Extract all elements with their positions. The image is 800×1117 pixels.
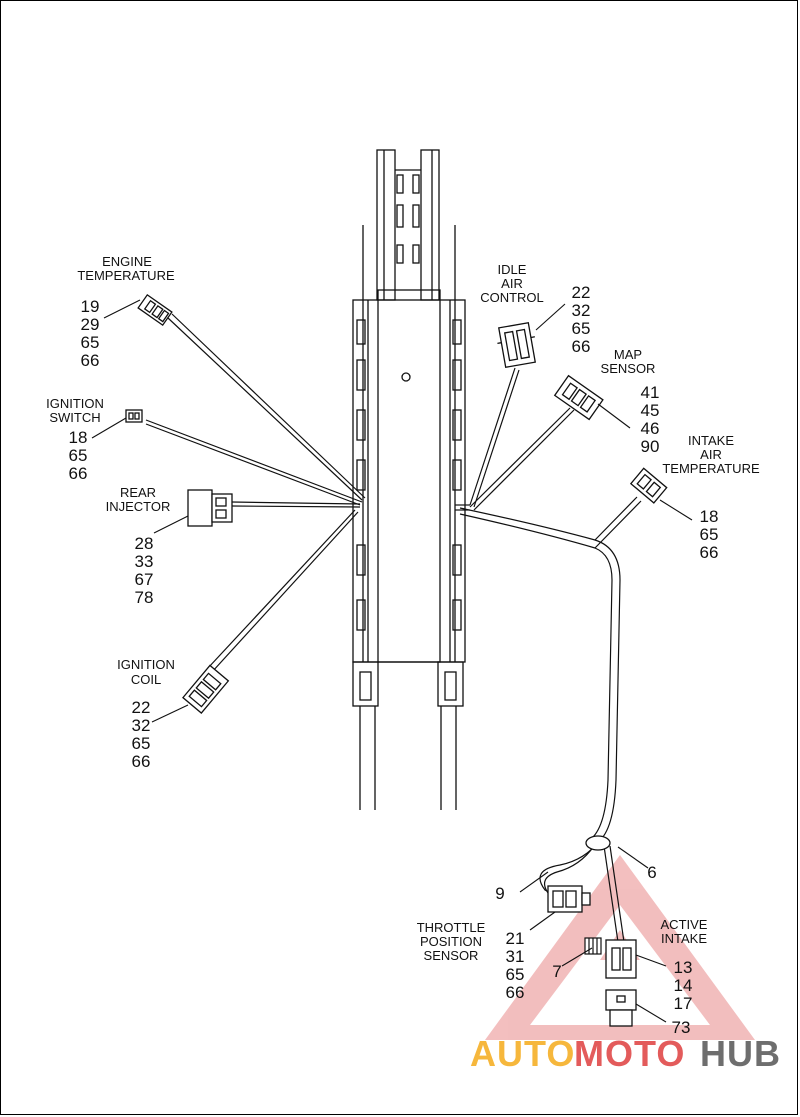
ignition-coil-ref: 66 [132,752,151,771]
label-intake-air-temperature: INTAKE AIR TEMPERATURE 18 65 66 [662,433,760,562]
engine-temperature-title-line2: TEMPERATURE [77,268,175,283]
label-rear-injector: REAR INJECTOR 28 33 67 78 [106,485,171,607]
engine-temperature-ref: 66 [81,351,100,370]
valve-connector-73 [605,989,637,1027]
active-intake-title-line1: ACTIVE [661,917,708,932]
ignition-switch-ref: 66 [69,464,88,483]
harness-wires [145,313,642,943]
map-sensor-ref: 46 [641,419,660,438]
ignition-coil-connector [182,664,230,714]
rear-injector-ref: 33 [135,552,154,571]
map-sensor-ref: 41 [641,383,660,402]
intake-air-temperature-connector [629,467,668,504]
engine-temperature-ref: 29 [81,315,100,334]
callout-7: 7 [552,962,561,981]
leader-lines [91,299,693,1023]
map-sensor-title-line1: MAP [614,347,642,362]
label-idle-air-control: IDLE AIR CONTROL 22 32 65 66 [480,262,590,356]
throttle-position-sensor-title-line1: THROTTLE [417,920,486,935]
callout-73: 73 [672,1018,691,1037]
rear-injector-ref: 78 [135,588,154,607]
ignition-coil-title-line1: IGNITION [117,657,175,672]
callout-6: 6 [647,863,656,882]
ignition-coil-ref: 65 [132,734,151,753]
watermark-part-1: AUTO [470,1033,575,1074]
active-intake-ref: 17 [674,994,693,1013]
active-intake-ref: 13 [674,958,693,977]
idle-air-control-ref: 66 [572,337,591,356]
active-intake-ref: 14 [674,976,693,995]
fastener-7 [584,937,602,955]
callout-9: 9 [495,884,504,903]
engine-temperature-ref: 19 [81,297,100,316]
frame-rails [352,149,466,810]
throttle-position-sensor-ref: 31 [506,947,525,966]
engine-temperature-connector [137,293,173,327]
idle-air-control-ref: 32 [572,301,591,320]
engine-temperature-ref: 65 [81,333,100,352]
map-sensor-connector [553,374,604,421]
ignition-switch-title-line2: SWITCH [49,410,100,425]
label-throttle-position-sensor: THROTTLE POSITION SENSOR 21 31 65 66 [417,920,525,1002]
intake-air-temperature-ref: 18 [700,507,719,526]
engine-temperature-title-line1: ENGINE [102,254,152,269]
ignition-switch-title-line1: IGNITION [46,396,104,411]
ignition-switch-connector [125,409,143,423]
idle-air-control-ref: 65 [572,319,591,338]
idle-air-control-title-line1: IDLE [498,262,527,277]
ignition-coil-title-line2: COIL [131,672,161,687]
throttle-position-sensor-title-line3: SENSOR [424,948,479,963]
idle-air-control-connector [497,321,536,369]
intake-air-temperature-title-line1: INTAKE [688,433,734,448]
intake-air-temperature-ref: 66 [700,543,719,562]
throttle-position-sensor-connector [547,885,591,913]
active-intake-title-line2: INTAKE [661,931,707,946]
map-sensor-ref: 90 [641,437,660,456]
label-map-sensor: MAP SENSOR 41 45 46 90 [601,347,660,456]
map-sensor-ref: 45 [641,401,660,420]
throttle-position-sensor-title-line2: POSITION [420,934,482,949]
rear-injector-ref: 28 [135,534,154,553]
ignition-switch-ref: 65 [69,446,88,465]
label-engine-temperature: ENGINE TEMPERATURE 19 29 65 66 [77,254,175,370]
ignition-coil-ref: 22 [132,698,151,717]
label-ignition-coil: IGNITION COIL 22 32 65 66 [117,657,175,771]
active-intake-connector [605,939,637,979]
rear-injector-connector [187,489,233,527]
idle-air-control-ref: 22 [572,283,591,302]
watermark-wordmark: AUTO MOTO HUB [470,1033,781,1074]
rear-injector-ref: 67 [135,570,154,589]
map-sensor-title-line2: SENSOR [601,361,656,376]
intake-air-temperature-title-line2: AIR [700,447,722,462]
throttle-position-sensor-ref: 65 [506,965,525,984]
ignition-switch-ref: 18 [69,428,88,447]
label-ignition-switch: IGNITION SWITCH 18 65 66 [46,396,104,483]
rear-injector-title-line1: REAR [120,485,156,500]
throttle-position-sensor-ref: 21 [506,929,525,948]
watermark-part-2: MOTO [574,1033,685,1074]
idle-air-control-title-line2: AIR [501,276,523,291]
throttle-position-sensor-ref: 66 [506,983,525,1002]
grommet [585,835,611,851]
idle-air-control-title-line3: CONTROL [480,290,544,305]
ignition-coil-ref: 32 [132,716,151,735]
watermark-part-3: HUB [700,1033,781,1074]
label-active-intake: ACTIVE INTAKE 13 14 17 [661,917,708,1013]
intake-air-temperature-title-line3: TEMPERATURE [662,461,760,476]
intake-air-temperature-ref: 65 [700,525,719,544]
rear-injector-title-line2: INJECTOR [106,499,171,514]
